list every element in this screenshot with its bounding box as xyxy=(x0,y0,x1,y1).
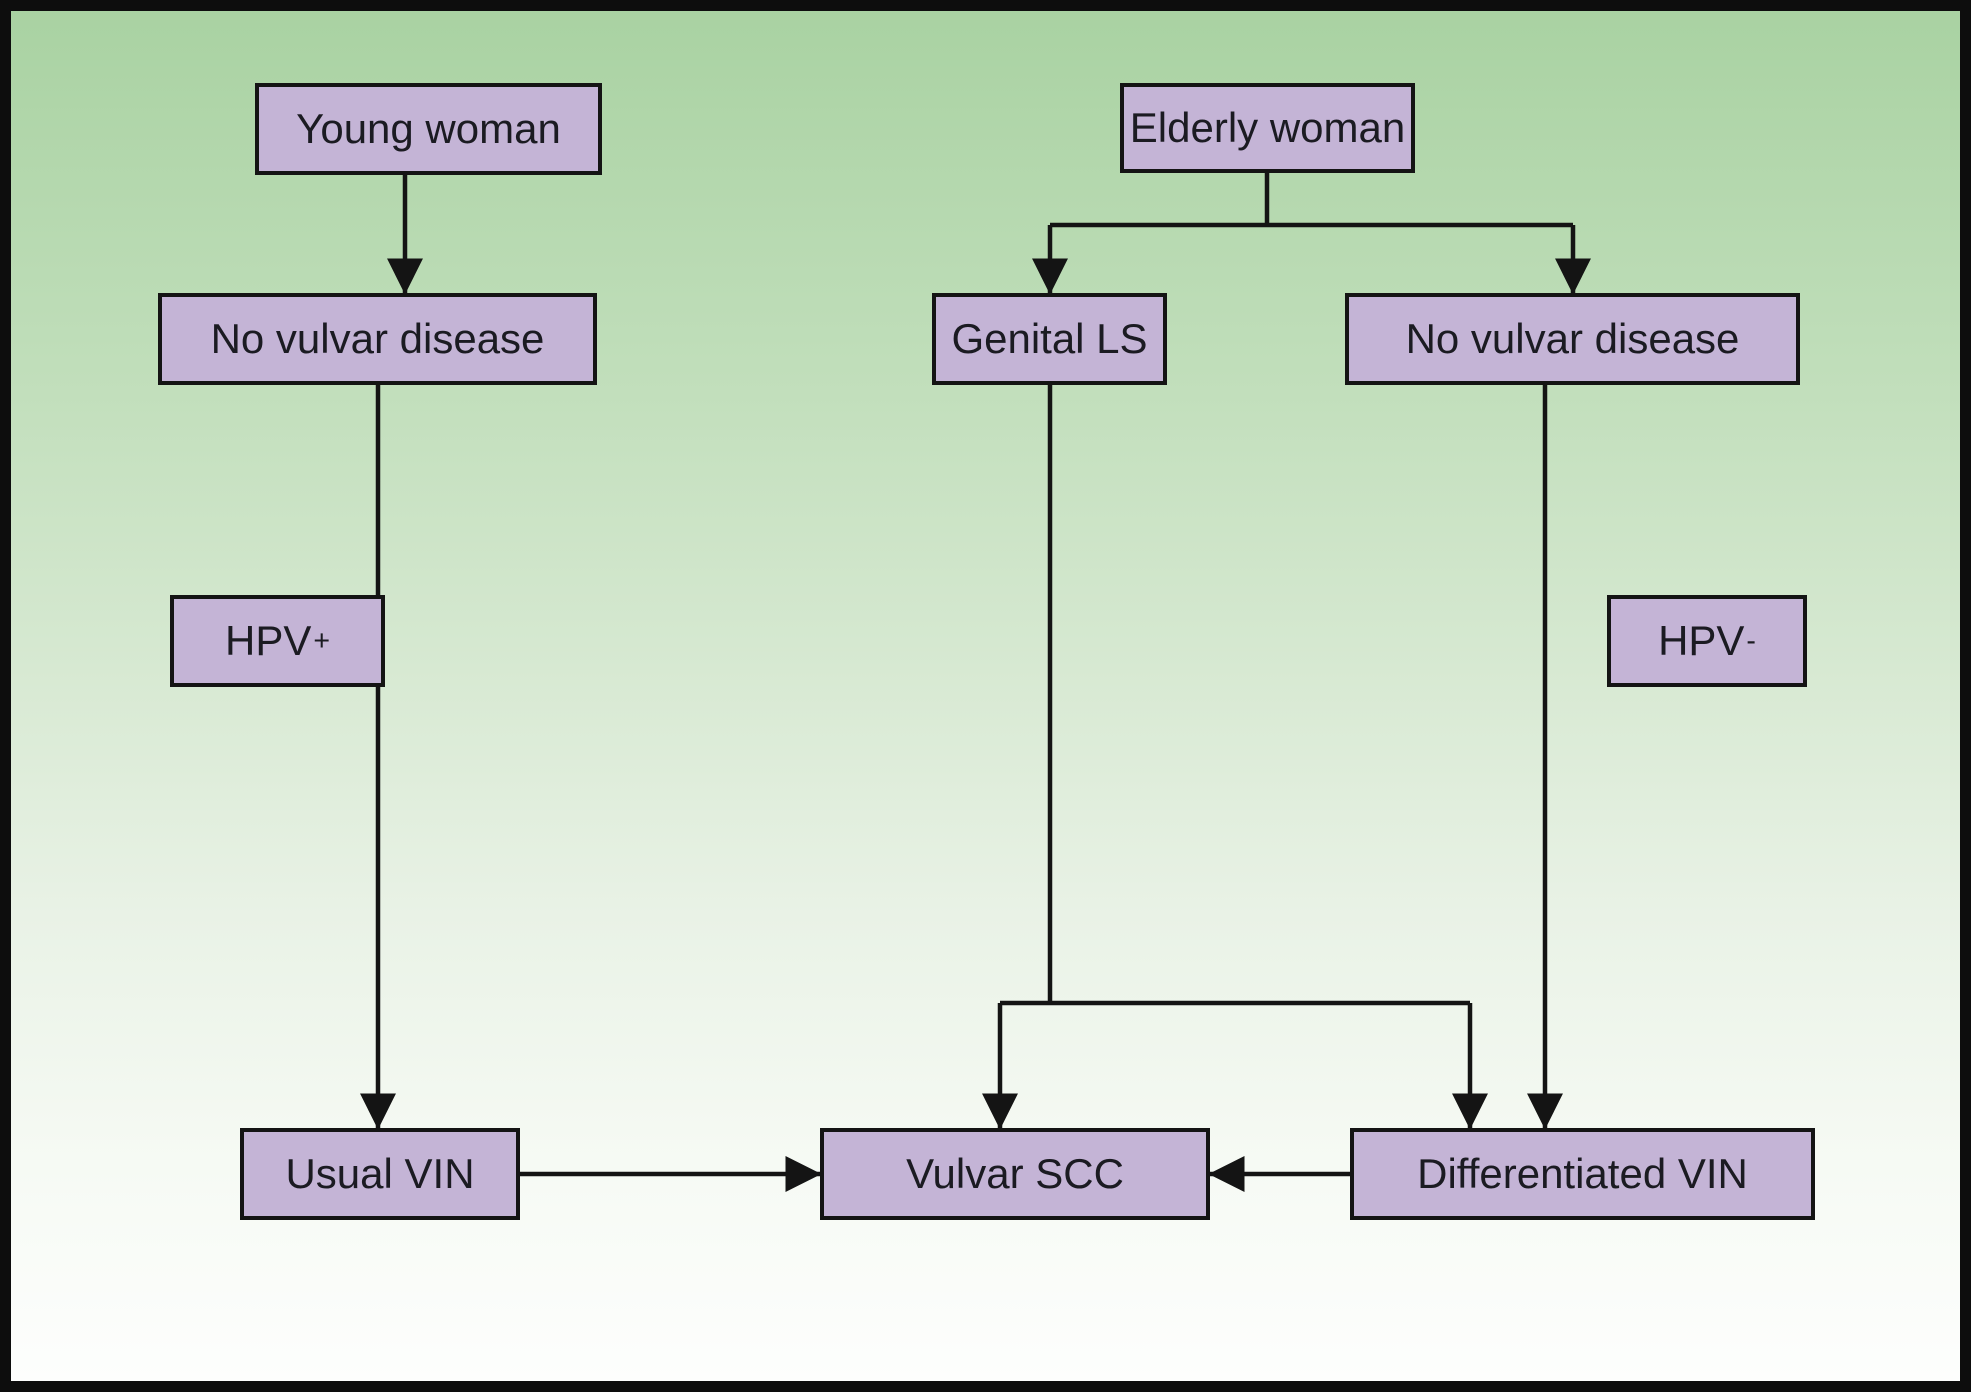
node-label: No vulvar disease xyxy=(1405,315,1740,362)
node-label: Young woman xyxy=(296,105,561,152)
edge-elderly-branch-trunk xyxy=(1050,173,1573,228)
node-label: HPV xyxy=(224,617,312,664)
node-label: Differentiated VIN xyxy=(1417,1150,1748,1197)
node-vulvar-scc: Vulvar SCC xyxy=(820,1128,1210,1220)
node-usual-vin: Usual VIN xyxy=(240,1128,520,1220)
node-hpv-positive: HPV+ xyxy=(170,595,385,687)
node-label: No vulvar disease xyxy=(210,315,545,362)
node-elderly-woman: Elderly woman xyxy=(1120,83,1415,173)
edge-genital-ls-trunk xyxy=(1000,385,1470,1006)
node-genital-ls: Genital LS xyxy=(932,293,1167,385)
node-no-vulvar-disease-right: No vulvar disease xyxy=(1345,293,1800,385)
node-differentiated-vin: Differentiated VIN xyxy=(1350,1128,1815,1220)
node-label: Usual VIN xyxy=(285,1150,475,1197)
node-young-woman: Young woman xyxy=(255,83,602,175)
node-label: HPV xyxy=(1658,617,1745,664)
node-label: Vulvar SCC xyxy=(906,1150,1124,1197)
node-label: Elderly woman xyxy=(1129,104,1406,151)
node-label: Genital LS xyxy=(951,315,1148,362)
node-hpv-negative: HPV- xyxy=(1607,595,1807,687)
node-no-vulvar-disease-left: No vulvar disease xyxy=(158,293,597,385)
